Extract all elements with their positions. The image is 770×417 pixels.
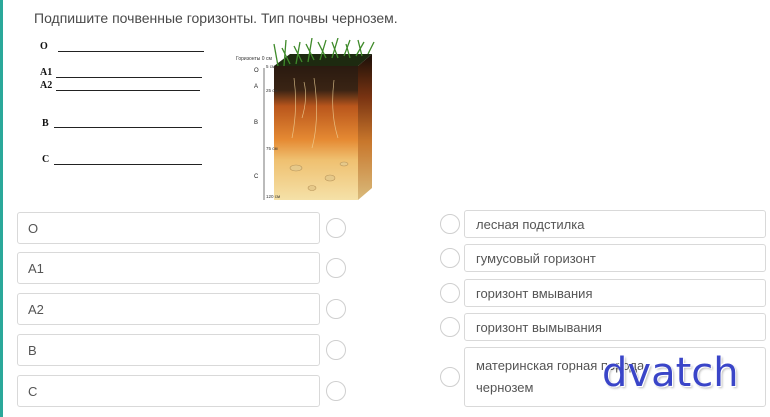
choice-b[interactable]: B [17, 334, 320, 366]
answer-line [54, 164, 202, 165]
answer-eluvial-horizon[interactable]: горизонт вымывания [464, 313, 766, 341]
worksheet-label-a1: A1 [40, 67, 53, 78]
answer-parent-rock[interactable]: материнская горная порода чернозем [464, 347, 766, 407]
worksheet-label-a2: A2 [40, 80, 53, 91]
scale-letter: A [254, 84, 258, 90]
answer-humus-horizon[interactable]: гумусовый горизонт [464, 244, 766, 272]
radio-b[interactable] [326, 340, 346, 360]
scale-letter: C [254, 174, 259, 180]
answer-forest-litter[interactable]: лесная подстилка [464, 210, 766, 238]
radio-answer-3[interactable] [440, 283, 460, 303]
radio-answer-4[interactable] [440, 317, 460, 337]
radio-answer-2[interactable] [440, 248, 460, 268]
answer-line [56, 77, 202, 78]
scale-tick: 75 см [266, 146, 278, 151]
watermark-logo: dvatch [602, 350, 739, 396]
answer-line [56, 90, 200, 91]
scale-tick: 5 см [266, 64, 275, 69]
scale-letter: O [254, 68, 259, 74]
scale-letter: B [254, 120, 258, 126]
radio-o[interactable] [326, 218, 346, 238]
answer-line [54, 127, 202, 128]
choice-a1[interactable]: A1 [17, 252, 320, 284]
worksheet-label-o: O [40, 41, 48, 52]
scale-tick: 120 см [266, 194, 280, 199]
answer-illuvial-horizon[interactable]: горизонт вмывания [464, 279, 766, 307]
choice-a2[interactable]: A2 [17, 293, 320, 325]
radio-answer-5[interactable] [440, 367, 460, 387]
radio-a1[interactable] [326, 258, 346, 278]
left-accent-rail [0, 0, 3, 417]
soil-figure: O A1 A2 B C [38, 38, 378, 206]
radio-a2[interactable] [326, 299, 346, 319]
answer-parent-rock-line2: чернозем [476, 380, 534, 395]
answer-line [58, 51, 204, 52]
scale-title: Горизонты 0 см [236, 56, 272, 62]
radio-c[interactable] [326, 381, 346, 401]
worksheet-label-c: C [42, 154, 50, 165]
answer-parent-rock-line1: материнская горная порода [476, 358, 645, 373]
worksheet-label-b: B [42, 118, 49, 129]
radio-answer-1[interactable] [440, 214, 460, 234]
scale-tick: 25 см [266, 88, 278, 93]
soil-profile-illustration: Горизонты 0 см 5 см 25 см 75 см 120 см O… [236, 38, 375, 200]
choice-c[interactable]: C [17, 375, 320, 407]
question-prompt: Подпишите почвенные горизонты. Тип почвы… [34, 10, 398, 26]
choice-o[interactable]: O [17, 212, 320, 244]
